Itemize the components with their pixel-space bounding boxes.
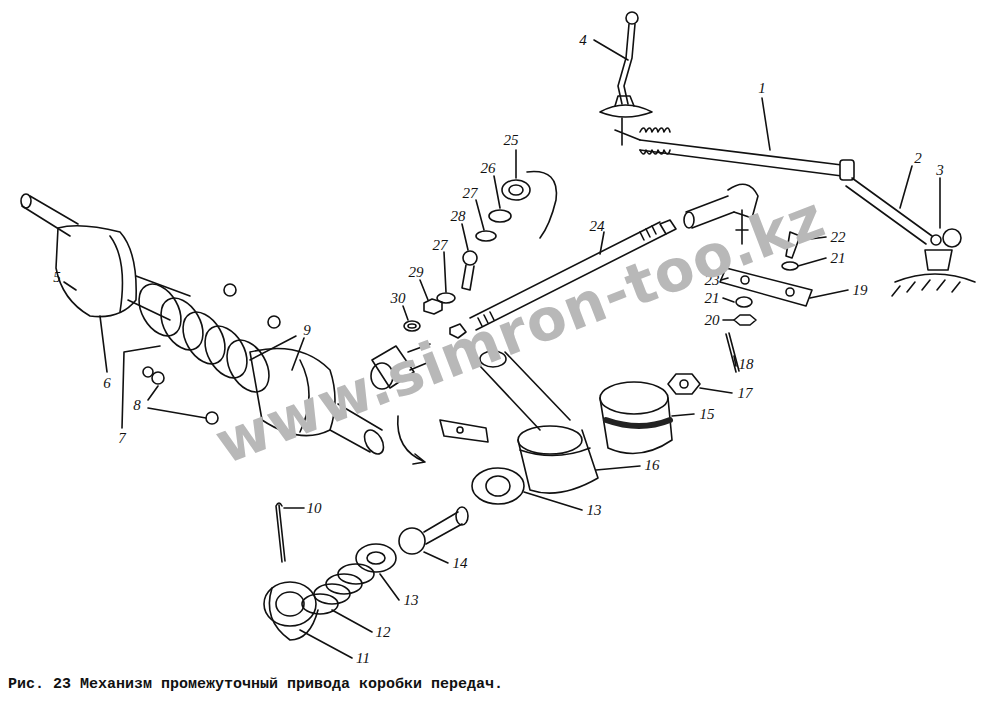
callout-number: 18 [738,356,755,373]
callout-number: 12 [375,624,392,641]
callout-number: 28 [450,208,467,225]
callout-number: 15 [699,406,716,423]
callout-number: 14 [452,555,469,572]
callout-number: 25 [503,132,520,149]
callout-number: 10 [306,500,323,517]
callout-number: 7 [117,430,127,447]
callout-number: 19 [852,282,869,299]
callout-number: 1 [757,80,767,97]
callout-number: 24 [589,218,606,235]
callout-number: 27 [462,185,479,202]
callout-number: 4 [578,32,588,49]
callout-number: 16 [644,457,661,474]
callout-number: 20 [704,312,721,329]
callout-number: 29 [408,264,425,281]
figure-caption: Рис. 23 Механизм промежуточный привода к… [8,676,503,693]
callout-number: 3 [935,162,945,179]
callout-number: 27 [432,237,449,254]
callout-number: 17 [737,385,754,402]
callout-number: 13 [403,592,420,609]
callout-number: 6 [102,375,112,392]
callout-number: 5 [52,269,62,286]
callout-number: 26 [480,160,497,177]
callout-number: 11 [355,650,371,667]
callout-number: 13 [586,502,603,519]
callout-number: 2 [913,150,923,167]
callout-number: 8 [132,397,142,414]
callout-number: 21 [830,250,847,267]
watermark: www.simron-too.kz [206,182,834,477]
callout-number: 30 [390,290,407,307]
callout-number: 9 [302,322,312,339]
